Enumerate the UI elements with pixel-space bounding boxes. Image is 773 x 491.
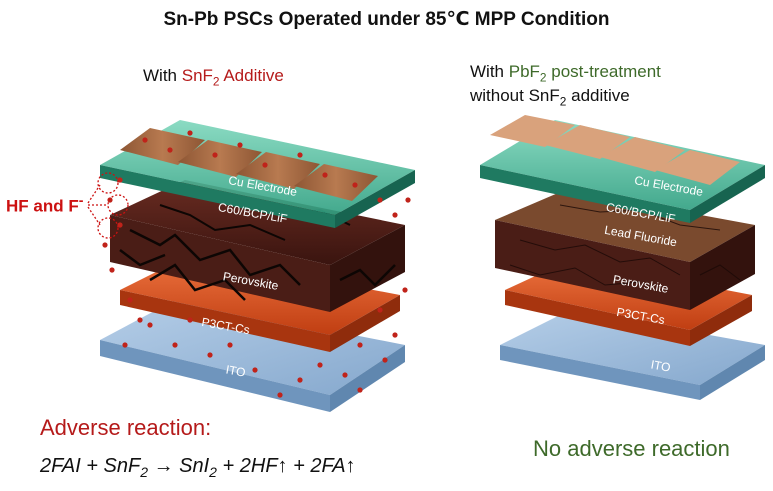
hf-label: HF and F- (6, 193, 84, 216)
right-subtitle-line1: With PbF2 post-treatment (470, 62, 661, 84)
reaction-equation: 2FAI + SnF2 → SnI2 + 2HF↑ + 2FA↑ (40, 455, 356, 480)
figure-title: Sn-Pb PSCs Operated under 85℃ MPP Condit… (163, 9, 610, 30)
left-hf-bubbles (97, 172, 129, 239)
left-subtitle-prefix: With (143, 66, 182, 85)
right-device: Cu Electrode C60/BCP/LiF Lead Fluoride P… (480, 115, 765, 400)
right-subtitle-prefix: With (470, 62, 509, 81)
left-particles (102, 130, 411, 398)
left-subtitle: With SnF2 Additive (143, 66, 284, 88)
right-electrodes (490, 115, 740, 185)
right-perovskite-layer (495, 190, 755, 310)
right-subtitle-highlight: PbF2 post-treatment (508, 62, 661, 85)
right-ito-layer (500, 310, 765, 400)
right-label-ito: ITO (650, 357, 672, 374)
left-device: Cu Electrode C60/BCP/LiF Perovskite P3CT… (87, 120, 415, 412)
left-subtitle-suffix: Additive (219, 66, 284, 85)
left-subtitle-highlight: SnF2 (181, 66, 220, 89)
left-electrodes (120, 128, 378, 201)
right-subtitle-line2: without SnF2 additive (470, 86, 630, 109)
left-label-ito: ITO (225, 362, 247, 379)
no-adverse-reaction: No adverse reaction (533, 436, 730, 461)
left-hf-arrows (87, 184, 108, 226)
left-perovskite-layer (110, 180, 405, 312)
adverse-reaction-title: Adverse reaction: (40, 415, 212, 440)
